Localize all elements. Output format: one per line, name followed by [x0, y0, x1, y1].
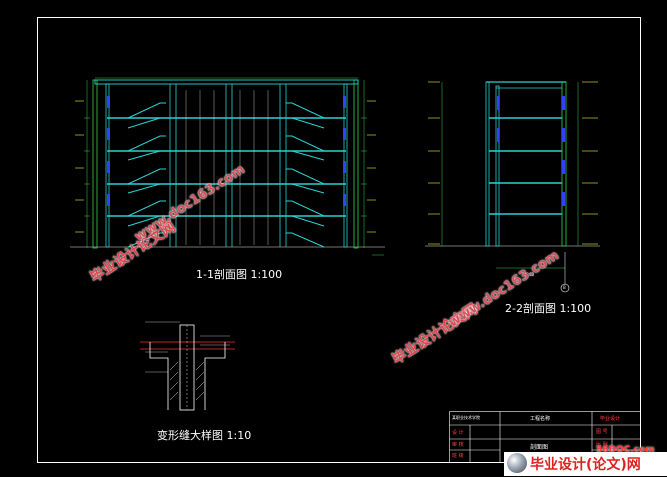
- section-2-dimension: 7200: [524, 272, 535, 277]
- title-block-scale: 比 例: [596, 442, 608, 448]
- title-block-type: 毕业设计: [600, 416, 621, 422]
- title-block-number: 图 号: [596, 429, 608, 435]
- section-2-2-drawing: [425, 81, 600, 293]
- title-block-school: 某职业技术学院: [452, 415, 480, 420]
- section-2-axis-label: B: [563, 285, 566, 290]
- footer-brand-bar: [504, 452, 667, 476]
- title-block-project: 工程名称: [530, 416, 551, 422]
- section-2-caption: 2-2剖面图 1:100: [505, 302, 592, 315]
- drawing-frame: [37, 17, 641, 463]
- section-1-1-drawing: [70, 77, 385, 256]
- title-block-class: 班 级: [452, 453, 464, 459]
- detail-caption: 变形缝大样图 1:10: [157, 429, 252, 442]
- title-block-review: 审 核: [452, 442, 464, 448]
- expansion-joint-detail-drawing: [140, 321, 235, 411]
- globe-logo-icon: [507, 453, 527, 473]
- title-block-design: 设 计: [452, 430, 464, 436]
- footer-brand-text: 毕业设计(论文)网: [530, 457, 641, 473]
- site-badge: 56DOC.com: [596, 445, 655, 455]
- title-block-drawing-name: 剖面图: [530, 444, 549, 451]
- section-1-caption: 1-1剖面图 1:100: [196, 268, 283, 281]
